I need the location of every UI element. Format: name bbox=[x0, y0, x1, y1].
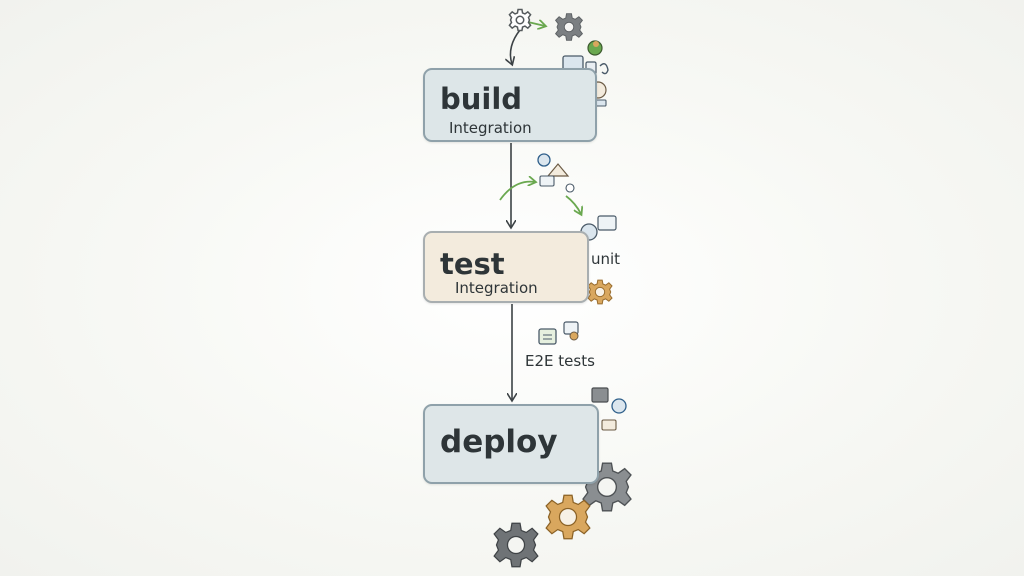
gear-icon bbox=[555, 13, 583, 41]
stage-subtitle: Integration bbox=[449, 119, 532, 137]
gear-icon bbox=[587, 279, 613, 305]
stage-test: test Integration bbox=[423, 231, 589, 303]
arrow-into-build bbox=[510, 29, 521, 64]
green-arrow-mid-2 bbox=[565, 195, 581, 214]
icon-cluster-e2e bbox=[538, 321, 579, 345]
green-arrow-mid bbox=[499, 182, 535, 201]
stage-deploy: deploy bbox=[423, 404, 599, 484]
stage-title: deploy bbox=[440, 424, 558, 460]
gear-icon bbox=[508, 8, 532, 32]
stage-subtitle: Integration bbox=[455, 279, 538, 297]
gear-icon bbox=[545, 494, 591, 540]
stage-build: build Integration bbox=[423, 68, 597, 142]
box-icon bbox=[591, 387, 609, 403]
stage-title: test bbox=[440, 247, 505, 281]
label-e2e-tests: E2E tests bbox=[525, 352, 595, 370]
gear-icon bbox=[493, 522, 539, 568]
label-unit: unit bbox=[591, 250, 621, 268]
stage-title: build bbox=[440, 82, 523, 116]
gear-icon bbox=[582, 462, 632, 512]
green-arrow-top bbox=[527, 22, 545, 26]
